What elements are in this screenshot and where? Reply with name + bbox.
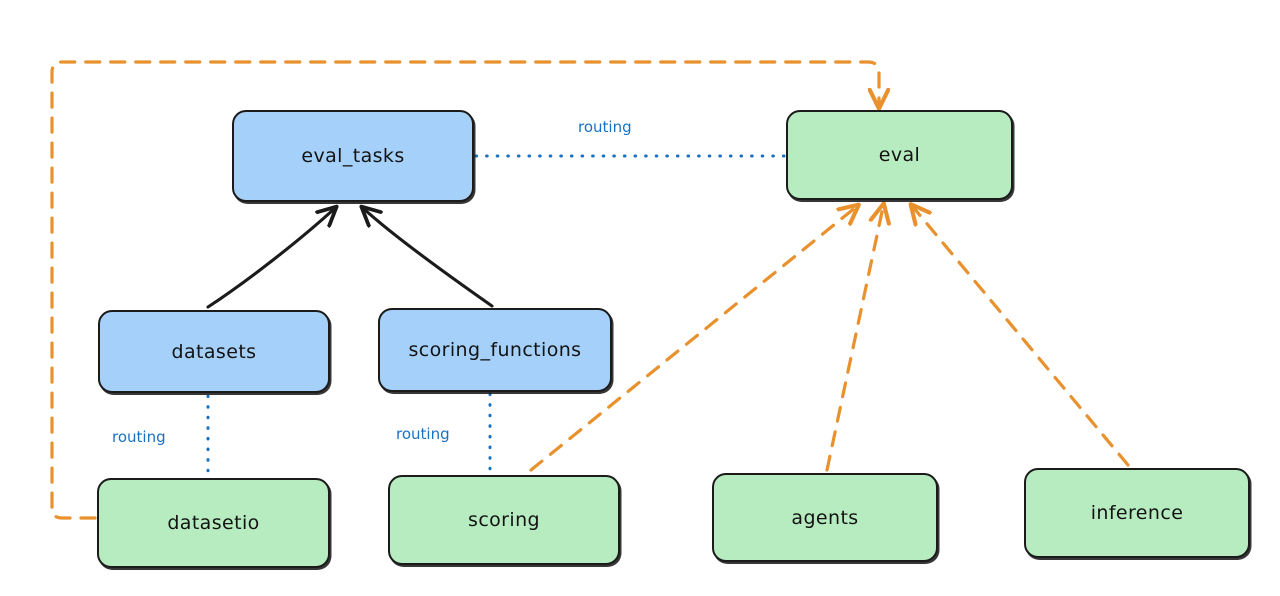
node-label-eval: eval [878, 144, 921, 166]
edge-label-routing-eval-tasks-eval: routing [578, 118, 632, 136]
node-label-datasets: datasets [171, 340, 257, 363]
edge-label-routing-scoring-functions-scoring: routing [396, 425, 450, 443]
edge-agents-to-eval-dependency [825, 207, 883, 472]
node-datasets[interactable]: datasets [98, 310, 330, 393]
node-label-eval-tasks: eval_tasks [301, 145, 405, 167]
node-scoring-functions[interactable]: scoring_functions [378, 308, 612, 392]
edge-inference-to-eval-dependency [913, 207, 1130, 467]
node-scoring[interactable]: scoring [388, 475, 620, 565]
node-label-agents: agents [791, 506, 859, 529]
node-label-inference: inference [1090, 502, 1184, 524]
edge-scoring-to-eval-dependency [529, 207, 856, 472]
edge-datasetio-to-eval-dependency [50, 60, 879, 520]
edge-label-routing-datasets-datasetio: routing [112, 428, 166, 446]
node-label-scoring: scoring [468, 509, 540, 531]
node-label-datasetio: datasetio [167, 512, 260, 534]
node-datasetio[interactable]: datasetio [97, 478, 330, 568]
edge-scoring-functions-to-eval-tasks [364, 209, 494, 308]
edge-datasets-to-eval-tasks [206, 209, 334, 309]
node-inference[interactable]: inference [1024, 468, 1250, 558]
node-agents[interactable]: agents [712, 473, 938, 562]
node-eval-tasks[interactable]: eval_tasks [232, 110, 474, 202]
node-label-scoring-functions: scoring_functions [408, 339, 582, 361]
node-eval[interactable]: eval [786, 110, 1013, 200]
